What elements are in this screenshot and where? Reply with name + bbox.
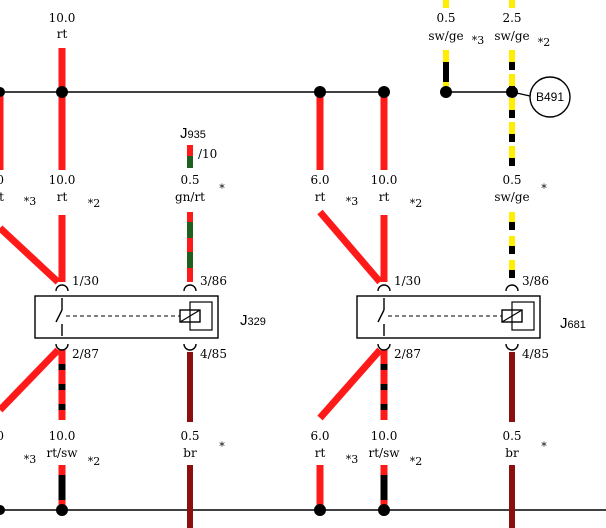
lower-c-color: br xyxy=(183,446,197,460)
upper-d-size: 6.0 xyxy=(310,173,329,187)
lower-c-size: 0.5 xyxy=(180,429,199,443)
relay-j681-pin-arc xyxy=(505,343,519,351)
upper-d-star: *3 xyxy=(346,195,359,208)
upper-b-size: 10.0 xyxy=(49,173,76,187)
relay-j681-pin-c: 2/87 xyxy=(394,347,421,361)
lower-e-star: *2 xyxy=(410,455,423,468)
lower-e-color: rt/sw xyxy=(368,446,400,460)
junction-dot xyxy=(314,504,326,516)
upper-f-color: sw/ge xyxy=(494,190,529,204)
wire-rt-diagonal-lower-right xyxy=(317,347,383,421)
upper-f-size: 0.5 xyxy=(502,173,521,187)
lower-d-star: *3 xyxy=(346,453,359,466)
wire-rt-diagonal-lower-left xyxy=(0,347,61,413)
relay-j329-box xyxy=(34,295,219,339)
upper-e-size: 10.0 xyxy=(371,173,398,187)
upper-a-color: t xyxy=(0,190,4,204)
junction-dot xyxy=(56,86,68,98)
relay-j329-pin-a: 1/30 xyxy=(72,274,99,288)
b491-lead xyxy=(511,91,531,97)
relay-j329-label: J329 xyxy=(240,312,266,329)
top-wire1-color: rt xyxy=(57,27,68,41)
lower-a-star: *3 xyxy=(24,453,37,466)
upper-d-color: rt xyxy=(315,190,326,204)
upper-c-star: * xyxy=(219,182,225,195)
upper-f-star: * xyxy=(541,182,547,195)
upper-b-star: *2 xyxy=(88,197,101,210)
relay-j681-pin-arc xyxy=(505,284,519,292)
upper-e-star: *2 xyxy=(410,197,423,210)
upper-a-size: .0 xyxy=(0,173,4,187)
top-wire3-size: 2.5 xyxy=(502,11,521,25)
relay-j681-label: J681 xyxy=(560,315,586,332)
relay-j681-switch-blade xyxy=(377,309,385,323)
top-wire3-star: *2 xyxy=(538,36,551,49)
lower-d-color: rt xyxy=(315,446,326,460)
top-wire3-color: sw/ge xyxy=(494,29,529,43)
relay-j329-pin-arc xyxy=(183,284,197,292)
relay-j681-pin-d: 4/85 xyxy=(522,347,549,361)
junction-dot xyxy=(378,86,390,98)
relay-j329-switch-blade xyxy=(55,309,63,323)
upper-a-star: *3 xyxy=(24,195,37,208)
top-wire2-color: sw/ge xyxy=(428,29,463,43)
relay-j329-pin-b: 3/86 xyxy=(200,274,227,288)
lower-f-color: br xyxy=(505,446,519,460)
top-wire2-star: *3 xyxy=(472,34,485,47)
j935-pin: /10 xyxy=(198,147,217,161)
relay-j681-pin-arc xyxy=(377,284,391,292)
lower-c-star: * xyxy=(219,440,225,453)
relay-j681-pin-a: 1/30 xyxy=(394,274,421,288)
wire-rt-diagonal-upper-right xyxy=(317,209,383,285)
top-wire2-size: 0.5 xyxy=(436,11,455,25)
wire-rt-diagonal-upper-left xyxy=(0,225,61,285)
junction-dot xyxy=(0,505,5,515)
relay-j329-pin-arc xyxy=(55,343,69,351)
lower-a-size: .0 xyxy=(0,429,4,443)
relay-j329-pin-arc xyxy=(55,284,69,292)
junction-dot xyxy=(0,87,5,97)
b491-circle xyxy=(529,76,571,118)
top-wire1-size: 10.0 xyxy=(49,11,76,25)
junction-dot xyxy=(440,86,452,98)
j935-label: J935 xyxy=(180,125,206,142)
b491-label: B491 xyxy=(536,90,564,104)
relay-j329-pin-arc xyxy=(183,343,197,351)
junction-dot xyxy=(378,504,390,516)
lower-b-color: rt/sw xyxy=(46,446,78,460)
relay-j329-pin-c: 2/87 xyxy=(72,347,99,361)
upper-c-color: gn/rt xyxy=(175,190,205,204)
upper-b-color: rt xyxy=(57,190,68,204)
upper-e-color: rt xyxy=(379,190,390,204)
lower-d-size: 6.0 xyxy=(310,429,329,443)
upper-c-size: 0.5 xyxy=(180,173,199,187)
lower-f-star: * xyxy=(541,440,547,453)
relay-j329-pin-d: 4/85 xyxy=(200,347,227,361)
lower-e-size: 10.0 xyxy=(371,429,398,443)
lower-b-star: *2 xyxy=(88,455,101,468)
junction-dot xyxy=(314,86,326,98)
lower-b-size: 10.0 xyxy=(49,429,76,443)
relay-j681-pin-b: 3/86 xyxy=(522,274,549,288)
relay-j329-coil-frame xyxy=(189,301,213,331)
junction-dot xyxy=(56,504,68,516)
relay-j681-coil-frame xyxy=(511,301,535,331)
lower-f-size: 0.5 xyxy=(502,429,521,443)
relay-j681-pin-arc xyxy=(377,343,391,351)
